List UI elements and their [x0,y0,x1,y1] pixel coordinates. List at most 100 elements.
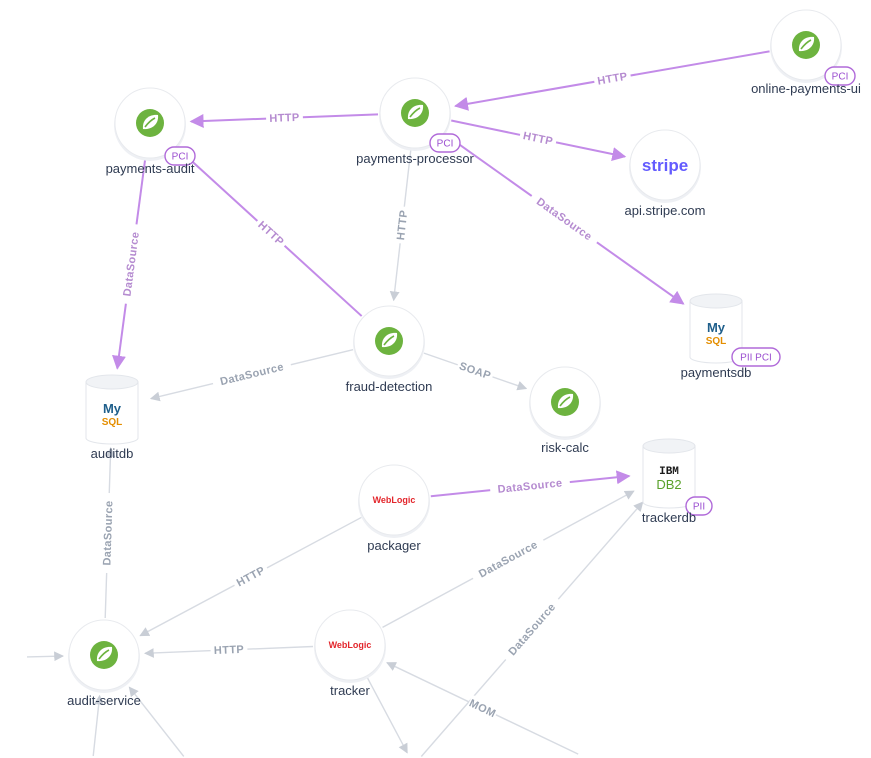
weblogic-logo-icon: WebLogic [373,495,416,505]
edge-label-background [98,492,116,574]
node-risk-calc[interactable]: risk-calc [529,366,601,455]
node-label[interactable]: paymentsdb [681,365,752,380]
node-label[interactable]: audit-service [67,693,141,708]
node-circle[interactable] [314,609,386,681]
edge-line[interactable] [26,651,64,662]
edge-label: DataSource [469,533,546,583]
edge-label-background [593,67,632,88]
edge-label: MOM [467,695,499,720]
tag-badge-text: PII PCI [740,353,772,364]
node-label[interactable]: online-payments-ui [751,81,861,96]
edge-e-x-tr-down[interactable] [366,677,408,754]
node-label[interactable]: trackerdb [642,510,696,525]
edge-label: DataSource [500,594,562,663]
edge-label-background [392,206,411,244]
node-label[interactable]: payments-processor [356,151,474,166]
node-label[interactable]: packager [367,538,421,553]
spring-icon [551,388,579,416]
node-label[interactable]: auditdb [91,446,134,461]
node-fraud-detection[interactable]: fraud-detection [346,305,433,394]
edge-label-background [265,109,304,125]
edge-label-text: HTTP [395,209,410,240]
edge-label-text: DataSource [101,500,115,565]
edge-label-background [456,357,495,382]
edge-label-text: DataSource [497,477,563,496]
edge-label-background [231,561,270,590]
edge-line[interactable] [366,677,408,754]
edge-label: HTTP [593,67,632,88]
edge-e-pk-as[interactable]: HTTP [139,516,362,637]
spring-icon [136,109,164,137]
node-label[interactable]: tracker [330,683,370,698]
edge-e-pk-tdb[interactable]: DataSource [430,470,631,498]
node-label[interactable]: api.stripe.com [625,203,706,218]
edge-e-x-as-left[interactable] [26,651,64,662]
node-packager[interactable]: WebLogic packager [358,464,430,553]
edge-e-pp-stripe[interactable]: HTTP [451,119,627,161]
edge-label-text: HTTP [269,112,300,125]
node-label[interactable]: risk-calc [541,440,589,455]
node-audit-service[interactable]: audit-service [67,619,141,708]
edge-label: DataSource [528,190,601,247]
tag-badge: PCI [164,146,196,166]
edge-e-x-as-diag[interactable] [128,686,185,757]
edge-line[interactable] [128,686,185,757]
node-circle[interactable] [358,464,430,536]
tag-badge-text: PCI [832,72,849,83]
tag-badge: PII [685,496,713,516]
edge-label: DataSource [211,357,292,389]
edge-e-as-adb[interactable]: DataSource [98,446,116,619]
edge-label-background [211,357,292,389]
edge-e-fd-rc[interactable]: SOAP [423,352,528,391]
edge-label: HTTP [265,109,304,125]
spring-icon [375,327,403,355]
edge-e-pp-pa[interactable]: HTTP [189,109,379,128]
node-circle[interactable] [629,129,701,201]
edge-label-text: HTTP [597,71,629,88]
edge-e-pa-adb[interactable]: DataSource [112,159,147,370]
edge-label-text: DataSource [534,196,594,244]
node-label[interactable]: fraud-detection [346,379,433,394]
tag-badge-text: PCI [437,139,454,150]
edge-label-text: HTTP [214,644,245,657]
edge-label-text: DataSource [219,361,285,388]
edge-label-background [210,641,248,657]
tag-badge-text: PII [693,502,705,513]
edge-e-opui-pp[interactable]: HTTP [454,50,770,111]
edge-e-x-as-bottom[interactable] [92,694,104,757]
edge-label: HTTP [210,641,248,657]
mysql-logo-sql: SQL [706,336,727,347]
edge-e-x-tr[interactable]: MOM [386,662,579,755]
edge-e-fd-pa[interactable]: HTTP [179,149,363,317]
edge-label: HTTP [231,561,270,590]
edge-label-background [118,223,143,305]
edge-label-background [528,190,601,247]
edge-e-pp-fd[interactable]: HTTP [389,149,412,302]
node-label[interactable]: payments-audit [106,161,195,176]
edge-label: DataSource [98,492,116,574]
tag-badge: PCI [429,133,461,153]
edge-label-background [500,594,562,663]
mysql-logo-icon: My [103,401,122,416]
edge-e-tr-as[interactable]: HTTP [143,641,314,658]
edge-label-text: DataSource [477,539,540,581]
edge-label: HTTP [519,127,558,148]
edge-e-fd-adb[interactable]: DataSource [149,349,354,402]
edge-label-background [519,127,558,148]
edge-label: SOAP [456,357,495,382]
ibm-logo-icon: IBM [659,466,679,478]
edge-line[interactable] [92,694,104,757]
db2-logo-text: DB2 [656,477,681,492]
